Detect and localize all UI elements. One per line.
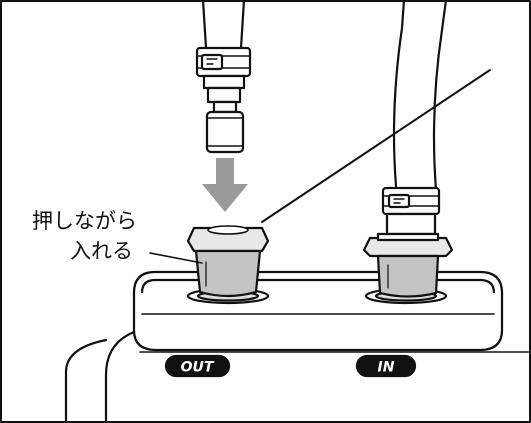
in-coupler (362, 232, 454, 298)
in-hose-clamp (381, 186, 441, 236)
out-hose (201, 0, 246, 50)
in-label: IN (378, 360, 395, 376)
out-label: OUT (181, 360, 215, 376)
instruction-label-insert: 入れる (70, 239, 133, 263)
out-plug (202, 74, 246, 154)
out-badge: OUT (164, 354, 231, 378)
down-arrow-icon (202, 158, 248, 212)
in-hose (392, 0, 448, 192)
port-base-plate (132, 270, 504, 352)
device-body (64, 69, 531, 423)
out-hose-clamp (195, 46, 252, 78)
in-badge: IN (355, 354, 417, 378)
label-leader-line (149, 252, 203, 264)
out-coupler (186, 225, 270, 298)
instruction-label-press: 押しながら (32, 209, 137, 233)
